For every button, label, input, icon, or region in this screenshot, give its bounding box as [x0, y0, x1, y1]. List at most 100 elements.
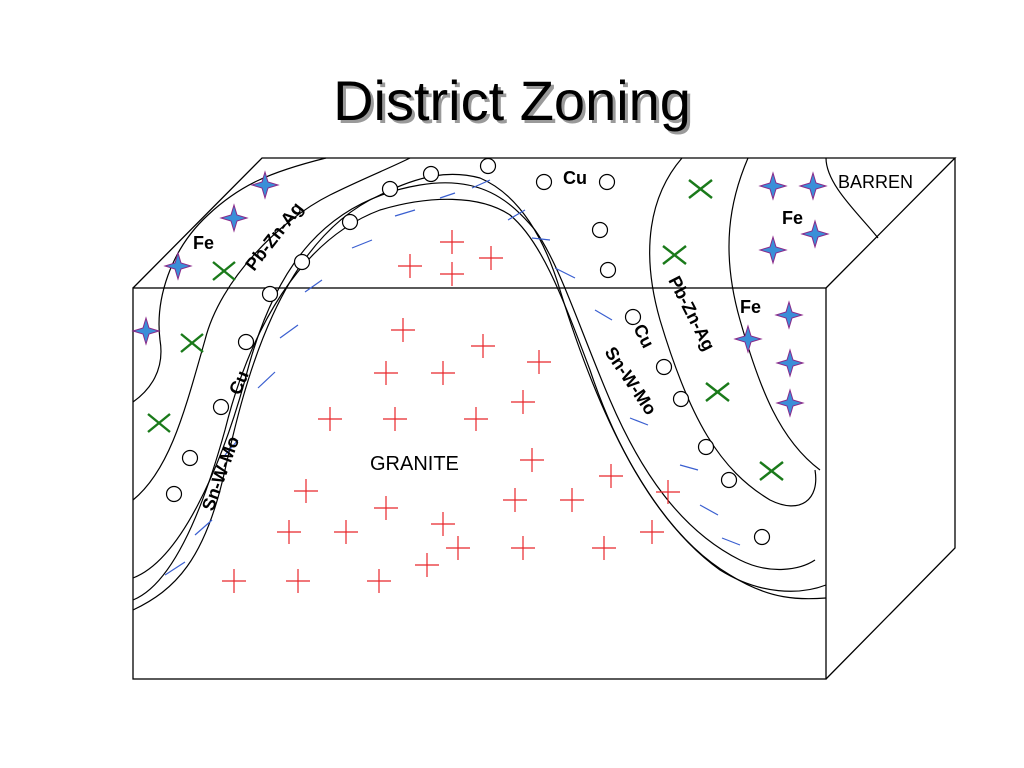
dash-icon — [594, 309, 613, 321]
boundary-fe-inner — [132, 157, 327, 403]
slide-title: District Zoning — [333, 69, 691, 132]
plus-icon — [527, 350, 551, 374]
dash-icon — [471, 179, 491, 189]
plus-icon — [440, 230, 464, 254]
four-point-star-icon — [800, 219, 830, 249]
four-point-star-icon — [219, 203, 249, 233]
plus-icon — [415, 553, 439, 577]
plus-icon — [446, 536, 470, 560]
circle-icon — [261, 285, 279, 303]
boundary-sn-outer — [132, 182, 816, 579]
four-point-star-icon — [775, 388, 805, 418]
boundary-fe-right — [728, 157, 821, 471]
label-granite: GRANITE — [370, 453, 459, 475]
circle-icon — [535, 173, 553, 191]
dash-icon — [257, 371, 276, 389]
x-cross-icon — [180, 333, 204, 353]
circle-icon — [655, 358, 673, 376]
circle-icon — [479, 157, 497, 175]
plus-icon — [599, 464, 623, 488]
dash-icon — [194, 519, 213, 536]
four-point-star-icon — [758, 171, 788, 201]
plus-icon — [511, 536, 535, 560]
circle-icon — [753, 528, 771, 546]
four-point-star-icon — [775, 348, 805, 378]
plus-icon — [431, 512, 455, 536]
four-point-star-icon — [733, 324, 763, 354]
pb-zn-ag-crosses — [147, 179, 784, 481]
label-fe-right: Fe — [740, 297, 761, 317]
circle-icon — [591, 221, 609, 239]
block-top-face — [132, 157, 957, 289]
dash-icon — [224, 439, 239, 456]
label-cu-left: Cu — [225, 368, 253, 398]
plus-icon — [511, 390, 535, 414]
zone-labels: BARREN Fe Fe Fe Cu Pb-Zn-Ag Pb-Zn-Ag Cu … — [193, 168, 913, 513]
plus-icon — [277, 520, 301, 544]
circle-icon — [697, 438, 715, 456]
plus-icon — [222, 569, 246, 593]
circle-icon — [341, 213, 359, 231]
plus-icon — [383, 407, 407, 431]
label-sn-w-mo-right: Sn-W-Mo — [601, 343, 661, 419]
label-pb-zn-ag-right: Pb-Zn-Ag — [664, 273, 719, 354]
dash-icon — [439, 192, 456, 199]
block-side-face — [825, 158, 956, 680]
four-point-star-icon — [250, 170, 280, 200]
four-point-star-icon — [131, 316, 161, 346]
plus-icon — [503, 488, 527, 512]
dash-icon — [507, 209, 526, 221]
circle-icon — [598, 173, 616, 191]
label-fe-left: Fe — [193, 233, 214, 253]
granite-pluses — [222, 230, 680, 593]
plus-icon — [440, 262, 464, 286]
circle-icon — [181, 449, 199, 467]
block-outline — [132, 157, 957, 680]
label-sn-w-mo-left: Sn-W-Mo — [198, 434, 243, 514]
fe-stars — [131, 170, 830, 418]
dash-icon — [679, 464, 699, 471]
dash-icon — [721, 537, 741, 546]
x-cross-icon — [212, 261, 236, 281]
plus-icon — [286, 569, 310, 593]
dash-icon — [394, 209, 416, 217]
dash-icon — [351, 239, 373, 249]
plus-icon — [471, 334, 495, 358]
boundary-barren — [825, 157, 879, 239]
x-cross-icon — [662, 245, 687, 265]
plus-icon — [391, 318, 415, 342]
cu-circles — [165, 157, 771, 546]
boundary-pb-right — [649, 157, 817, 507]
dash-icon — [531, 237, 551, 241]
plus-icon — [431, 361, 455, 385]
label-cu-top: Cu — [563, 168, 587, 188]
dash-icon — [304, 279, 323, 293]
dash-icon — [554, 267, 576, 279]
circle-icon — [381, 180, 399, 198]
circle-icon — [720, 471, 738, 489]
four-point-star-icon — [758, 235, 788, 265]
circle-icon — [624, 308, 642, 326]
plus-icon — [374, 361, 398, 385]
label-barren: BARREN — [838, 172, 913, 192]
circle-icon — [293, 253, 311, 271]
plus-icon — [334, 520, 358, 544]
plus-icon — [398, 254, 422, 278]
circle-icon — [672, 390, 690, 408]
circle-icon — [165, 485, 183, 503]
dash-icon — [699, 504, 719, 516]
plus-icon — [294, 479, 318, 503]
dash-icon — [629, 417, 649, 426]
zone-boundaries — [132, 157, 879, 611]
label-cu-right: Cu — [629, 321, 658, 351]
boundary-granite — [132, 198, 827, 601]
circle-icon — [599, 261, 617, 279]
plus-icon — [640, 520, 664, 544]
sn-w-mo-dashes — [164, 179, 741, 576]
plus-icon — [520, 448, 544, 472]
plus-icon — [464, 407, 488, 431]
x-cross-icon — [688, 179, 713, 199]
x-cross-icon — [147, 413, 171, 433]
